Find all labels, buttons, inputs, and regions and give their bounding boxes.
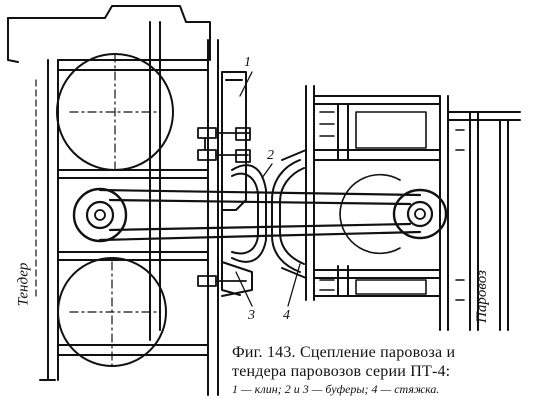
buffer-part-2 [271,149,307,279]
caption-title: Фиг. 143. Сцепление паровоза и [232,344,456,361]
callout-wedge-number: 1 [244,55,251,70]
tender-frame [7,5,219,396]
buffer-part-3 [221,164,267,297]
tender-pin-eye [72,187,128,243]
locomotive-label: Паровоз [473,270,490,323]
caption-legend: 1 — клин; 2 и 3 — буферы; 4 — стяжка. [232,382,440,396]
drawbar [98,188,422,242]
locomotive-frame [305,85,521,331]
callout-buffer-3-number: 3 [248,308,255,323]
callout-leaders [235,71,301,307]
tender-label: Тендер [15,262,32,307]
tender-upper-wheel [56,53,174,171]
caption-subtitle: тендера паровозов серии ПТ-4: [232,363,451,380]
callout-buffer-2-number: 2 [267,148,274,163]
locomotive-pin-eye [339,173,448,255]
locomotive-ribs [319,111,465,301]
tender-bolts [197,127,251,287]
callout-drawbar-number: 4 [283,308,290,323]
figure-caption: Фиг. 143. Сцепление паровоза и тендера п… [232,343,530,397]
tender-lower-wheel [57,257,167,367]
